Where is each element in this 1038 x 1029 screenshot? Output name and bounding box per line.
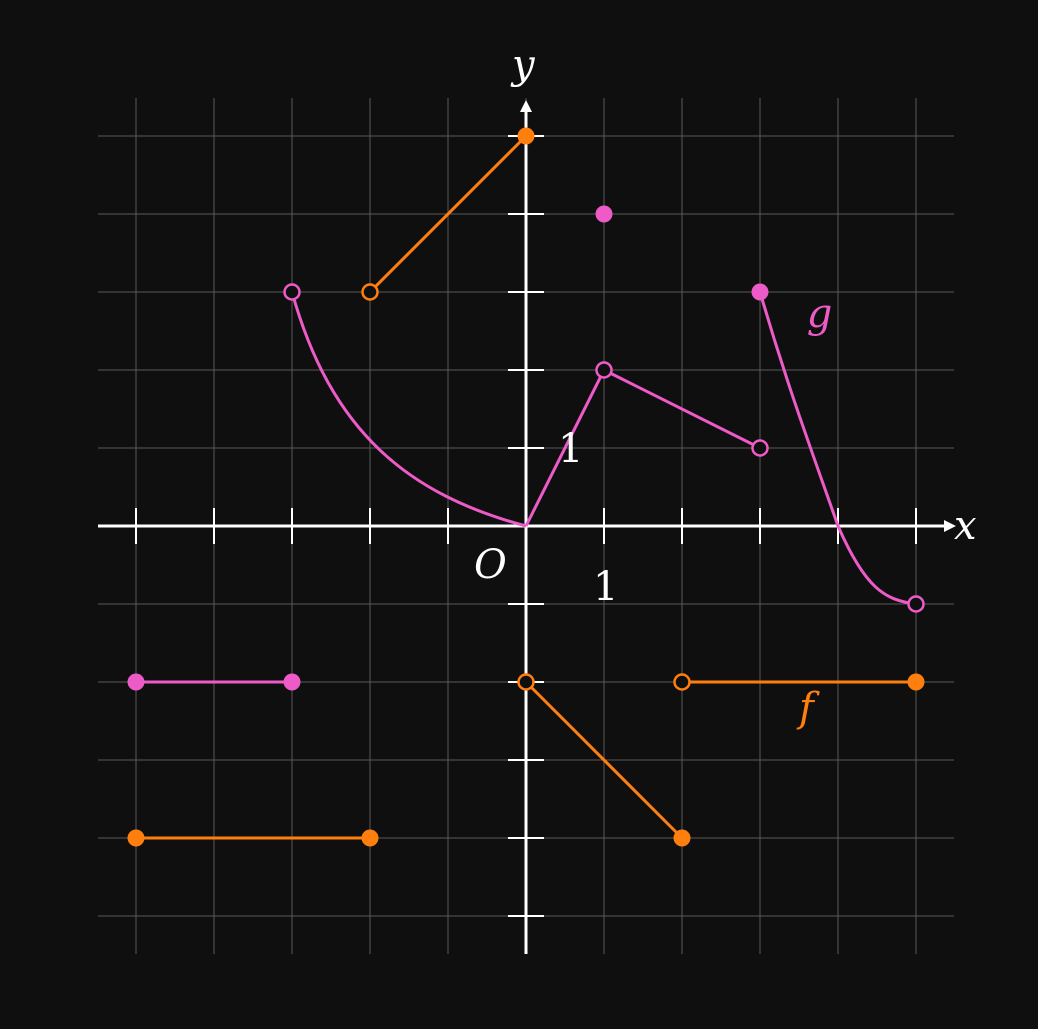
open-endpoint-marker [673, 673, 691, 691]
closed-endpoint-marker [127, 673, 145, 691]
x-tick-label: 1 [593, 564, 618, 610]
closed-endpoint-marker [595, 205, 613, 223]
open-endpoint-marker [361, 283, 379, 301]
y-tick-label: 1 [558, 426, 583, 472]
endpoint-markers [127, 127, 925, 847]
series-f [136, 134, 916, 840]
y-axis-label: y [510, 42, 536, 88]
closed-endpoint-marker [907, 673, 925, 691]
open-endpoint-marker [751, 439, 769, 457]
series-g-label: g [807, 291, 833, 337]
x-axis-arrow-icon [944, 520, 956, 532]
open-endpoint-marker [595, 361, 613, 379]
series-g-curve [758, 291, 917, 606]
origin-label: O [474, 542, 507, 588]
series-layer [127, 127, 925, 847]
closed-endpoint-marker [127, 829, 145, 847]
closed-endpoint-marker [361, 829, 379, 847]
labels: x y O 1 1 f g [474, 42, 977, 731]
open-endpoint-marker [283, 283, 301, 301]
open-endpoint-marker [517, 673, 535, 691]
y-axis-arrow-icon [520, 100, 532, 112]
series-f-segment [524, 680, 684, 840]
open-endpoint-marker [907, 595, 925, 613]
axes [98, 100, 956, 954]
series-g-curve [290, 291, 527, 528]
series-f-segment [368, 134, 528, 294]
closed-endpoint-marker [673, 829, 691, 847]
closed-endpoint-marker [517, 127, 535, 145]
closed-endpoint-marker [283, 673, 301, 691]
closed-endpoint-marker [751, 283, 769, 301]
series-f-label: f [796, 685, 820, 731]
x-axis-label: x [954, 503, 977, 549]
